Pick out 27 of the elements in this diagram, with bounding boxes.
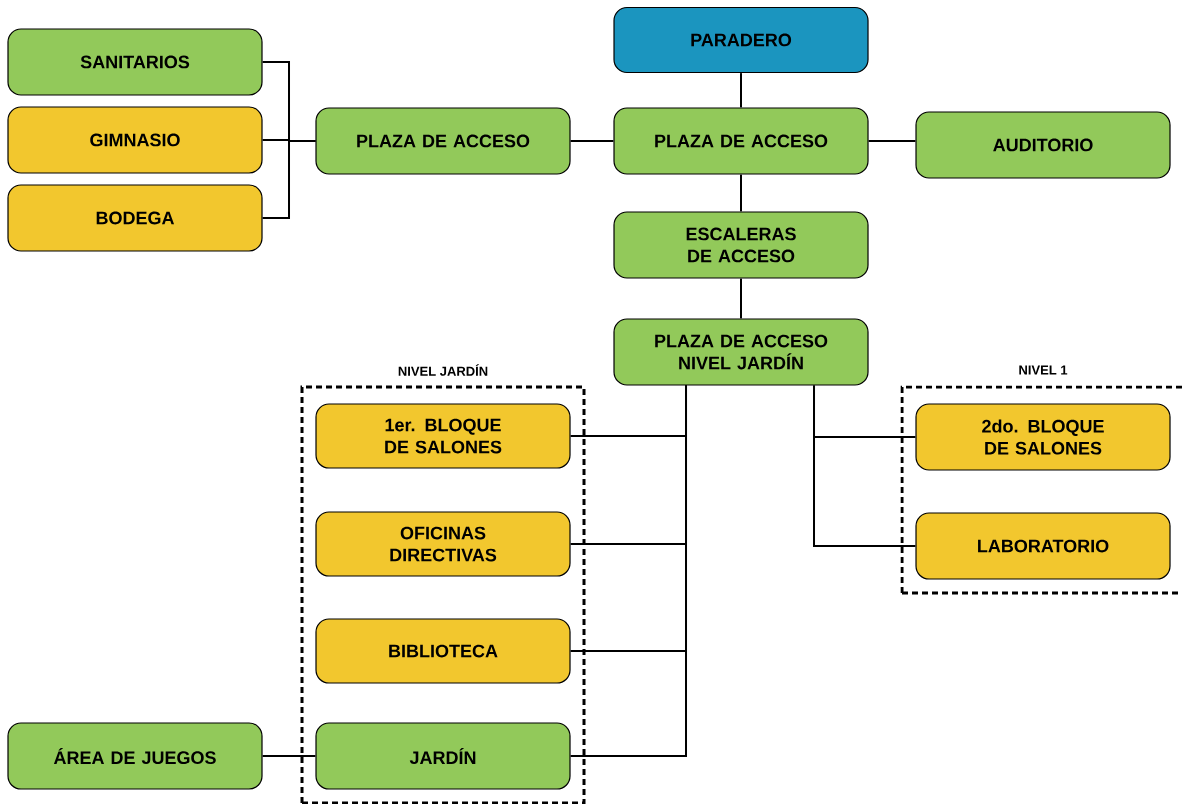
rounded-box: SANITARIOS	[7, 28, 263, 96]
rounded-box: ÁREA DE JUEGOS	[7, 722, 263, 790]
rounded-box: PARADERO	[613, 6, 869, 74]
connector-line	[867, 140, 917, 142]
connector-line	[569, 140, 615, 142]
group-heading: NIVEL JARDÍN	[398, 364, 488, 376]
rounded-box: 2do. BLOQUE DE SALONES	[915, 403, 1171, 471]
rounded-box: OFICINAS DIRECTIVAS	[315, 511, 571, 577]
rounded-box: ESCALERAS DE ACCESO	[613, 211, 869, 279]
connector-line	[261, 755, 317, 757]
rounded-box: PLAZA DE ACCESO	[613, 107, 869, 175]
group-heading: NIVEL 1	[1019, 365, 1068, 375]
connector-line	[740, 173, 742, 213]
rounded-box: LABORATORIO	[915, 512, 1171, 580]
connector-line	[740, 277, 742, 320]
rounded-box: BODEGA	[7, 184, 263, 252]
rounded-box: AUDITORIO	[915, 111, 1171, 179]
connector-line	[569, 384, 687, 757]
rounded-box: JARDÍN	[315, 722, 571, 790]
connector-line	[261, 140, 317, 219]
connector-line	[740, 72, 742, 109]
rounded-box: BIBLIOTECA	[315, 618, 571, 684]
connector-line	[813, 384, 917, 547]
rounded-box: PLAZA DE ACCESO	[315, 107, 571, 175]
rounded-box: 1er. BLOQUE DE SALONES	[315, 403, 571, 469]
rounded-box: PLAZA DE ACCESO NIVEL JARDÍN	[613, 318, 869, 386]
rounded-box: GIMNASIO	[7, 106, 263, 174]
